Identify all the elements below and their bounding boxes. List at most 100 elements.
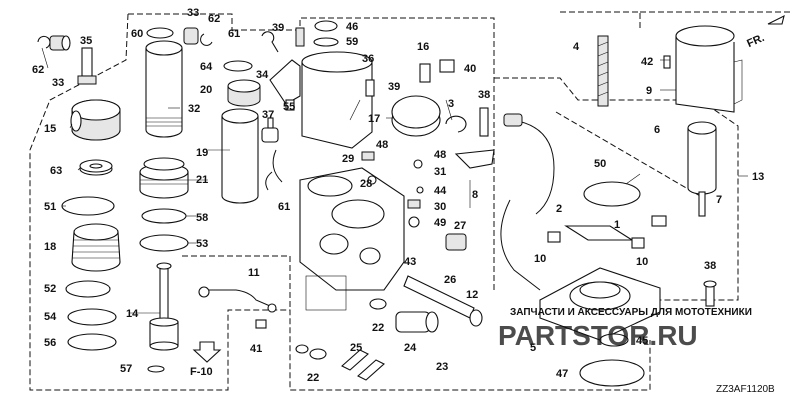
part-circlip-62-right: [200, 33, 213, 46]
callout: 23: [436, 361, 448, 373]
callout: 63: [50, 165, 62, 177]
callout: 18: [44, 241, 56, 253]
part-shaft-4: [597, 35, 609, 107]
callout: 52: [44, 283, 56, 295]
part-o-ring-59: [313, 37, 339, 47]
watermark: ЗАПЧАСТИ И АКСЕССУАРЫ ДЛЯ МОТОТЕХНИКИ PA…: [498, 307, 752, 351]
part-screw-55: [285, 99, 295, 111]
callout: 54: [44, 311, 57, 323]
callout: 33: [52, 77, 64, 89]
callout: 11: [248, 267, 260, 279]
callout: 19: [196, 147, 208, 159]
part-base-plate: [539, 267, 661, 341]
part-callouts: 33 62 60 35 62 33 15 32 61 64 20 34 55 3…: [32, 7, 766, 384]
callout: 61: [228, 28, 240, 40]
part-circlip-62-top: [37, 35, 51, 49]
watermark-tagline: ЗАПЧАСТИ И АКСЕССУАРЫ ДЛЯ МОТОТЕХНИКИ: [510, 307, 752, 318]
callout: 37: [262, 109, 274, 121]
diagram-code: ZZ3AF1120B: [716, 384, 775, 395]
part-wire-harness-5: [500, 199, 541, 291]
part-spring-22-upper: [369, 298, 387, 310]
part-bolt-39-right: [365, 79, 375, 97]
callout: 17: [368, 113, 380, 125]
callout: 59: [346, 36, 358, 48]
part-spring-22-lower: [295, 344, 327, 360]
part-pin-33-right: [183, 27, 199, 45]
part-bolt-16: [419, 63, 431, 83]
callout: 61: [278, 201, 290, 213]
callout: 27: [454, 220, 466, 232]
callout: 10: [534, 253, 546, 265]
part-cable-11: [198, 286, 277, 313]
arrow-down-icon: [192, 341, 222, 363]
callout: 35: [80, 35, 92, 47]
part-cap-15: [70, 99, 121, 141]
callout: 28: [360, 178, 372, 190]
part-o-ring-45: [599, 333, 629, 347]
callout: 45: [636, 335, 648, 347]
part-bolt-40: [439, 59, 455, 73]
callout: 5: [530, 342, 536, 354]
callout: 32: [188, 103, 200, 115]
part-oil-seal-64: [223, 60, 253, 72]
part-motor-housing-9: [675, 25, 743, 113]
callout: 2: [556, 203, 562, 215]
part-valve-18: [71, 223, 121, 272]
watermark-brand: PARTSTOR.RU: [498, 320, 698, 351]
part-bolt-37: [261, 117, 279, 143]
callout: 15: [44, 123, 56, 135]
part-o-ring-47: [579, 359, 645, 387]
callout: 4: [573, 41, 580, 53]
callout: 48: [434, 149, 446, 161]
callout: 21: [196, 174, 208, 186]
callout: 40: [464, 63, 476, 75]
callout: 12: [466, 289, 478, 301]
callout: 43: [404, 256, 416, 268]
part-pin-33-left: [49, 35, 71, 51]
part-o-ring-60: [146, 27, 174, 39]
part-bolt-35: [77, 47, 97, 85]
callout: 13: [752, 171, 764, 183]
part-rod-14: [149, 262, 179, 351]
callout: 56: [44, 337, 56, 349]
callout: 64: [200, 61, 213, 73]
callout: 33: [187, 7, 199, 19]
part-bolt-38-upper: [479, 107, 489, 137]
part-pump-body: [299, 167, 405, 311]
callout: 57: [120, 363, 132, 375]
callout: 30: [434, 201, 446, 213]
forward-arrow-icon: [767, 14, 785, 25]
part-seal-3: [445, 115, 467, 133]
callout: 20: [200, 84, 212, 96]
callout: 16: [417, 41, 429, 53]
part-fitting-29: [361, 151, 375, 161]
callout: 39: [272, 22, 284, 34]
callout: 49: [434, 217, 446, 229]
part-hose-61-lower: [265, 171, 273, 191]
callout: 41: [250, 343, 262, 355]
part-o-ring-54: [67, 308, 117, 326]
part-valve-27: [445, 233, 467, 251]
part-cylinder-32: [145, 40, 183, 138]
callout: 50: [594, 158, 606, 170]
callout: 29: [342, 153, 354, 165]
callout: 9: [646, 85, 652, 97]
part-switch-assembly-1-2-10: [547, 215, 667, 249]
callout: 44: [434, 185, 447, 197]
part-washer-63: [79, 159, 113, 176]
callout: 48: [376, 139, 388, 151]
part-clamp-8: [454, 149, 495, 169]
callout: 38: [704, 260, 716, 272]
callout: FR.: [745, 32, 766, 50]
callout: 53: [196, 238, 208, 250]
callout: 1: [614, 219, 620, 231]
callout: 7: [716, 194, 722, 206]
part-o-ring-58: [141, 208, 187, 224]
part-bracket-34: [269, 59, 301, 105]
part-tube-19: [221, 108, 259, 204]
part-o-ring-57: [147, 365, 165, 373]
callout: 31: [434, 166, 446, 178]
leader-lines: [41, 47, 748, 314]
part-connector-6: [503, 113, 555, 215]
